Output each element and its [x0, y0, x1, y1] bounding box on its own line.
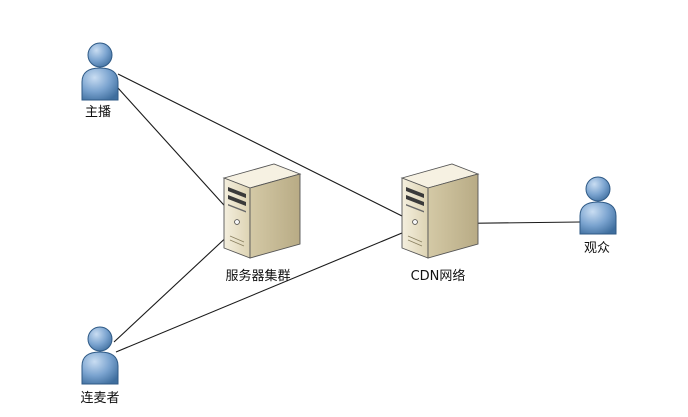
node-server-cluster-label: 服务器集群 — [225, 268, 290, 284]
node-server-cluster: 服务器集群 — [223, 163, 301, 284]
link-co-host-to-cdn — [115, 227, 415, 353]
person-icon — [579, 176, 617, 235]
node-anchor-label: 主播 — [85, 105, 111, 120]
connection-lines — [113, 73, 581, 353]
link-co-host-to-server-cluster — [113, 231, 233, 343]
person-icon — [81, 42, 119, 101]
node-audience: 观众 — [579, 176, 617, 256]
person-icon — [81, 326, 119, 385]
server-icon — [223, 163, 301, 259]
node-cdn-label: CDN网络 — [411, 268, 466, 284]
node-cdn: CDN网络 — [401, 163, 479, 284]
node-co-host-label: 连麦者 — [80, 390, 119, 406]
node-anchor: 主播 — [81, 42, 119, 120]
link-anchor-to-cdn — [117, 73, 415, 223]
node-co-host: 连麦者 — [80, 326, 120, 406]
link-anchor-to-server-cluster — [117, 87, 233, 215]
server-icon — [401, 163, 479, 259]
node-audience-label: 观众 — [584, 241, 610, 256]
